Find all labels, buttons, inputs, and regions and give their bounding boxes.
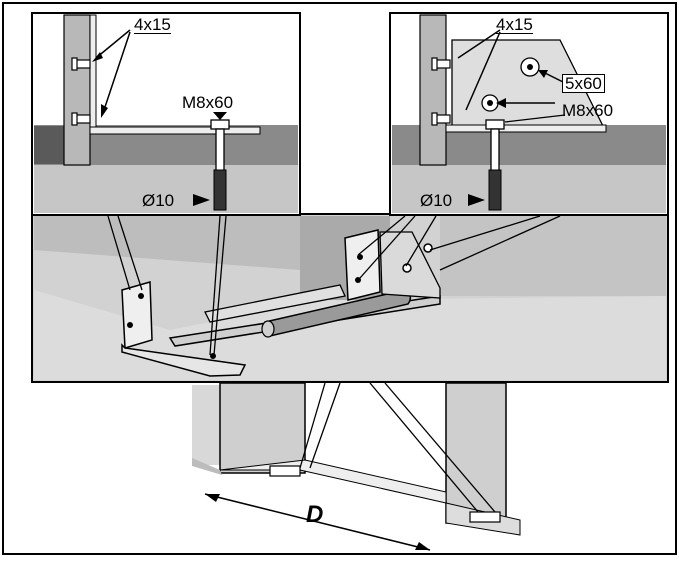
left-inset: [31, 12, 301, 216]
dimension-label: D: [306, 501, 324, 528]
right-screw-label: 4x15: [496, 15, 533, 34]
leader-lines: [107, 215, 561, 356]
right-screw2-label: 5x60: [562, 74, 605, 93]
overview-view: [192, 382, 521, 551]
dimension-line: [204, 493, 431, 551]
left-screw-label: 4x15: [134, 15, 171, 34]
right-drill-label: Ø10: [420, 191, 453, 210]
right-bolt-label: M8x60: [562, 101, 614, 120]
left-drill-label: Ø10: [142, 191, 175, 210]
left-bolt-label: M8x60: [182, 93, 234, 112]
right-inset: [389, 12, 669, 216]
main-detail: [31, 213, 669, 383]
